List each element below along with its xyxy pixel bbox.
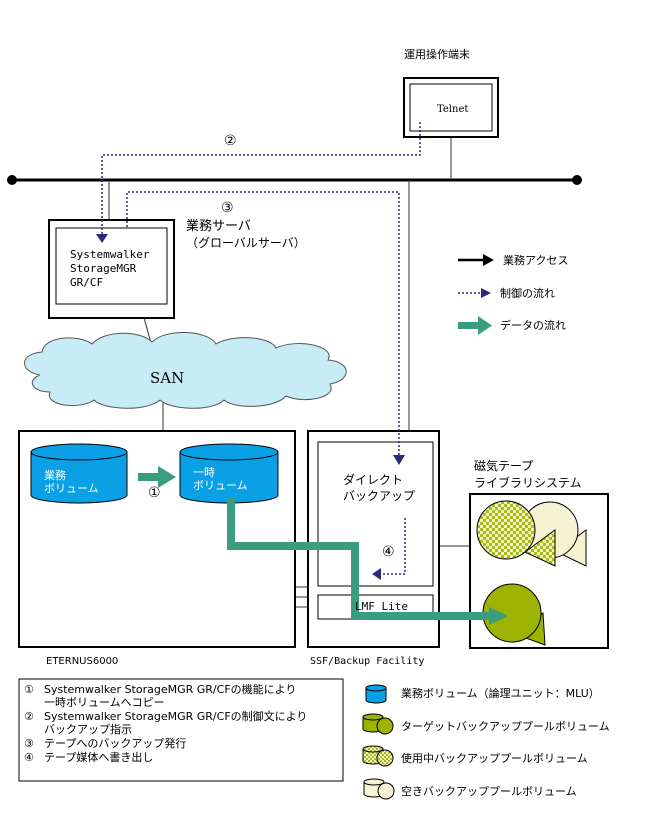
control-flow-arrowheads — [96, 234, 405, 580]
server-subtitle: （グローバルサーバ） — [186, 236, 306, 250]
server-title: 業務サーバ — [186, 219, 251, 234]
data-flow-path — [227, 497, 508, 625]
note-item: ④ テープ媒体へ書き出し — [24, 751, 340, 764]
temp-volume-label: 一時 ボリューム — [193, 466, 248, 492]
san-label: SAN — [150, 369, 185, 387]
server-software: Systemwalker StorageMGR GR/CF — [70, 248, 150, 289]
legend-solid-arrow-icon — [458, 254, 494, 266]
volume-legend-target: ターゲットバックアッププールボリューム — [401, 720, 610, 733]
note-text: Systemwalker StorageMGR GR/CFの制御文により バック… — [44, 710, 308, 736]
legend-business-access: 業務アクセス — [503, 254, 569, 267]
eternus-caption: ETERNUS6000 — [46, 656, 119, 667]
copy-arrow — [138, 466, 176, 488]
legend-dotted-arrow-icon — [458, 288, 491, 298]
direct-backup-label: ダイレクト バックアップ — [343, 473, 416, 503]
server-monitor — [48, 219, 175, 319]
notes-list: ① Systemwalker StorageMGR GR/CFの機能により 一時… — [24, 683, 340, 764]
temp-volume-cylinder — [179, 443, 279, 504]
target-tape-large — [482, 583, 546, 646]
note-number: ② — [24, 710, 34, 723]
note-text: テープへのバックアップ発行 — [44, 737, 187, 750]
connection-lines — [108, 137, 470, 608]
note-text: テープ媒体へ書き出し — [44, 751, 154, 764]
terminal-monitor — [403, 77, 499, 138]
volume-legend-business: 業務ボリューム（論理ユニット：MLU） — [401, 687, 600, 700]
blue-cylinder-icon — [365, 684, 387, 704]
business-volume-cylinder — [30, 443, 128, 504]
lmf-label: LMF Lite — [355, 600, 408, 613]
in-use-tape-large — [476, 500, 556, 567]
checkered-tape-icon — [362, 745, 394, 767]
ssf-caption: SSF/Backup Facility — [310, 656, 425, 667]
volume-legend-empty: 空きバックアッププールボリューム — [401, 785, 577, 798]
note-number: ④ — [24, 751, 34, 764]
san-cloud — [24, 331, 347, 409]
step-3-marker: ③ — [221, 200, 234, 216]
lan-backbone — [7, 175, 582, 185]
volume-legend-in-use: 使用中バックアッププールボリューム — [401, 752, 588, 765]
note-item: ② Systemwalker StorageMGR GR/CFの制御文により バ… — [24, 710, 340, 736]
note-item: ① Systemwalker StorageMGR GR/CFの機能により 一時… — [24, 683, 340, 709]
green-tape-icon — [362, 713, 394, 735]
step-2-marker: ② — [224, 133, 237, 149]
control-flow-paths — [101, 122, 421, 575]
notes-box — [18, 678, 344, 782]
step-1-marker: ① — [148, 485, 161, 501]
legend-thick-arrow-icon — [458, 316, 492, 335]
empty-tape-icon — [363, 778, 395, 800]
legend-data-flow: データの流れ — [500, 319, 566, 332]
terminal-title: 運用操作端末 — [404, 48, 470, 61]
legend-control-flow: 制御の流れ — [500, 287, 555, 300]
business-volume-label: 業務 ボリューム — [44, 469, 99, 495]
tape-library-title: 磁気テープ ライブラリシステム — [474, 459, 582, 490]
legend-marks — [458, 254, 494, 335]
note-number: ③ — [24, 737, 34, 750]
terminal-label: Telnet — [437, 104, 469, 115]
note-text: Systemwalker StorageMGR GR/CFの機能により 一時ボリ… — [44, 683, 297, 709]
step-4-marker: ④ — [382, 544, 395, 560]
note-number: ① — [24, 683, 34, 696]
ssf-box — [307, 430, 440, 648]
note-item: ③ テープへのバックアップ発行 — [24, 737, 340, 750]
